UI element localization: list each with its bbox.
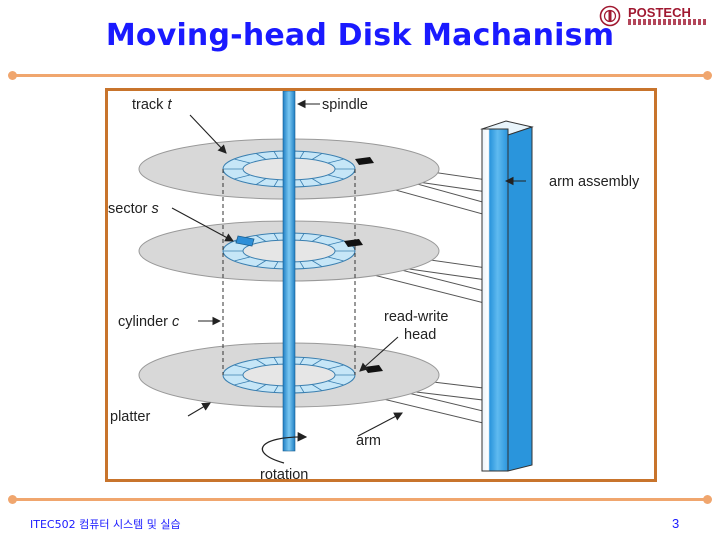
- head-label: head: [404, 327, 436, 343]
- logo-subtitle: [628, 19, 708, 25]
- read-write-heads: [344, 157, 383, 373]
- arm-label: arm: [356, 433, 381, 449]
- sector-label: sector s: [108, 201, 159, 217]
- spindle-label: spindle: [322, 97, 368, 113]
- bottom-divider: [8, 495, 712, 504]
- arm-assembly-label: arm assembly: [549, 174, 640, 190]
- logo-text: POSTECH: [628, 5, 691, 20]
- spindle: [282, 90, 296, 452]
- track-label: track t: [132, 97, 172, 113]
- rotation-arrow-icon: [261, 432, 308, 464]
- slide-title: Moving-head Disk Machanism: [105, 18, 615, 53]
- cylinder-outline: [222, 169, 356, 375]
- cylinder-label: cylinder c: [118, 314, 180, 330]
- leader-arrows: [171, 99, 526, 437]
- top-divider: [8, 71, 712, 80]
- page-number: 3: [672, 516, 680, 531]
- university-seal-icon: [599, 5, 621, 27]
- arm-assembly-column: [480, 120, 534, 472]
- postech-logo: POSTECH: [598, 5, 710, 27]
- platter-label: platter: [110, 409, 150, 425]
- disk-diagram: track t spindle arm assembly sector s cy…: [108, 90, 640, 483]
- rotation-label: rotation: [260, 467, 308, 479]
- read-write-label: read-write: [384, 309, 448, 325]
- course-footer: ITEC502 컴퓨터 시스템 및 실습: [30, 518, 181, 531]
- sector-highlight: [235, 235, 255, 247]
- diagram-frame: track t spindle arm assembly sector s cy…: [105, 88, 657, 483]
